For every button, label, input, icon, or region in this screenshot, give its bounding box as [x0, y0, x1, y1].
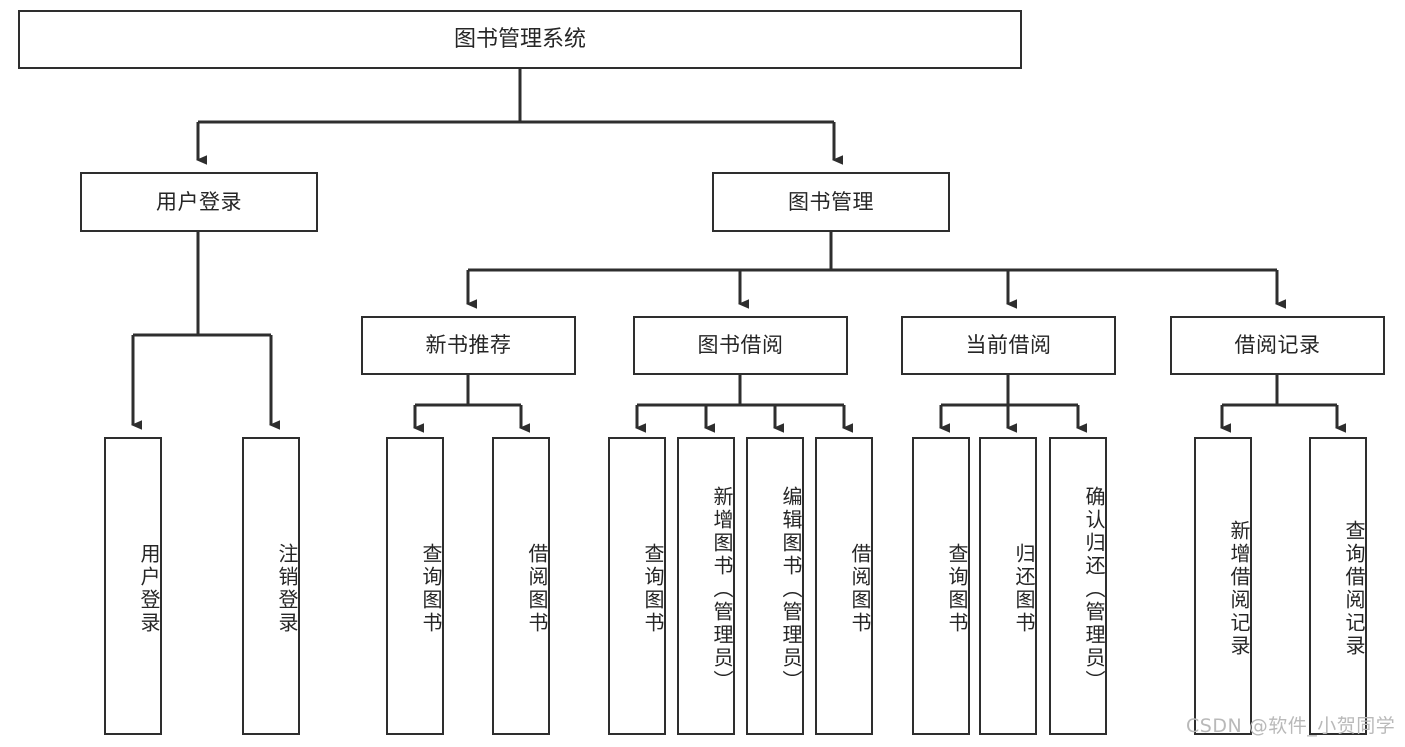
node-label: 图书管理系统: [453, 26, 586, 52]
node-label: 图书管理: [788, 189, 874, 214]
leaf-query-book-current[interactable]: 查询图书: [912, 437, 970, 735]
leaf-edit-book-admin[interactable]: 编辑图书（管理员）: [746, 437, 804, 735]
leaf-query-book-new-rec[interactable]: 查询图书: [386, 437, 444, 735]
node-label: 借阅图书: [848, 543, 872, 635]
node-label: 查询图书: [641, 543, 665, 635]
node-current-borrow[interactable]: 当前借阅: [901, 316, 1116, 375]
node-label: 借阅记录: [1234, 333, 1321, 358]
node-label: 新书推荐: [425, 333, 512, 358]
node-label: 当前借阅: [965, 333, 1052, 358]
node-label: 确认归还（管理员）: [1082, 485, 1106, 693]
node-label: 查询图书: [419, 543, 443, 635]
leaf-query-borrow-record[interactable]: 查询借阅记录: [1309, 437, 1367, 735]
node-label: 注销登录: [275, 543, 299, 635]
node-label: 借阅图书: [525, 543, 549, 635]
leaf-add-borrow-record[interactable]: 新增借阅记录: [1194, 437, 1252, 735]
node-root-book-management-system[interactable]: 图书管理系统: [18, 10, 1022, 69]
leaf-query-book-borrow[interactable]: 查询图书: [608, 437, 666, 735]
node-label: 新增借阅记录: [1227, 520, 1251, 658]
leaf-borrow-book-new-rec[interactable]: 借阅图书: [492, 437, 550, 735]
node-new-book-recommendation[interactable]: 新书推荐: [361, 316, 576, 375]
node-borrow-record[interactable]: 借阅记录: [1170, 316, 1385, 375]
leaf-return-book[interactable]: 归还图书: [979, 437, 1037, 735]
csdn-watermark: CSDN @软件_小贺同学: [1186, 715, 1396, 737]
node-book-management[interactable]: 图书管理: [712, 172, 950, 232]
leaf-borrow-book[interactable]: 借阅图书: [815, 437, 873, 735]
node-label: 查询借阅记录: [1342, 520, 1366, 658]
node-label: 新增图书（管理员）: [710, 485, 734, 693]
node-label: 归还图书: [1012, 543, 1036, 635]
leaf-add-book-admin[interactable]: 新增图书（管理员）: [677, 437, 735, 735]
node-label: 用户登录: [137, 543, 161, 635]
leaf-logout-login[interactable]: 注销登录: [242, 437, 300, 735]
node-label: 查询图书: [945, 543, 969, 635]
node-user-login[interactable]: 用户登录: [80, 172, 318, 232]
node-label: 编辑图书（管理员）: [779, 485, 803, 693]
node-label: 用户登录: [156, 189, 242, 214]
leaf-confirm-return-admin[interactable]: 确认归还（管理员）: [1049, 437, 1107, 735]
leaf-user-login[interactable]: 用户登录: [104, 437, 162, 735]
node-label: 图书借阅: [697, 333, 784, 358]
node-book-borrow[interactable]: 图书借阅: [633, 316, 848, 375]
